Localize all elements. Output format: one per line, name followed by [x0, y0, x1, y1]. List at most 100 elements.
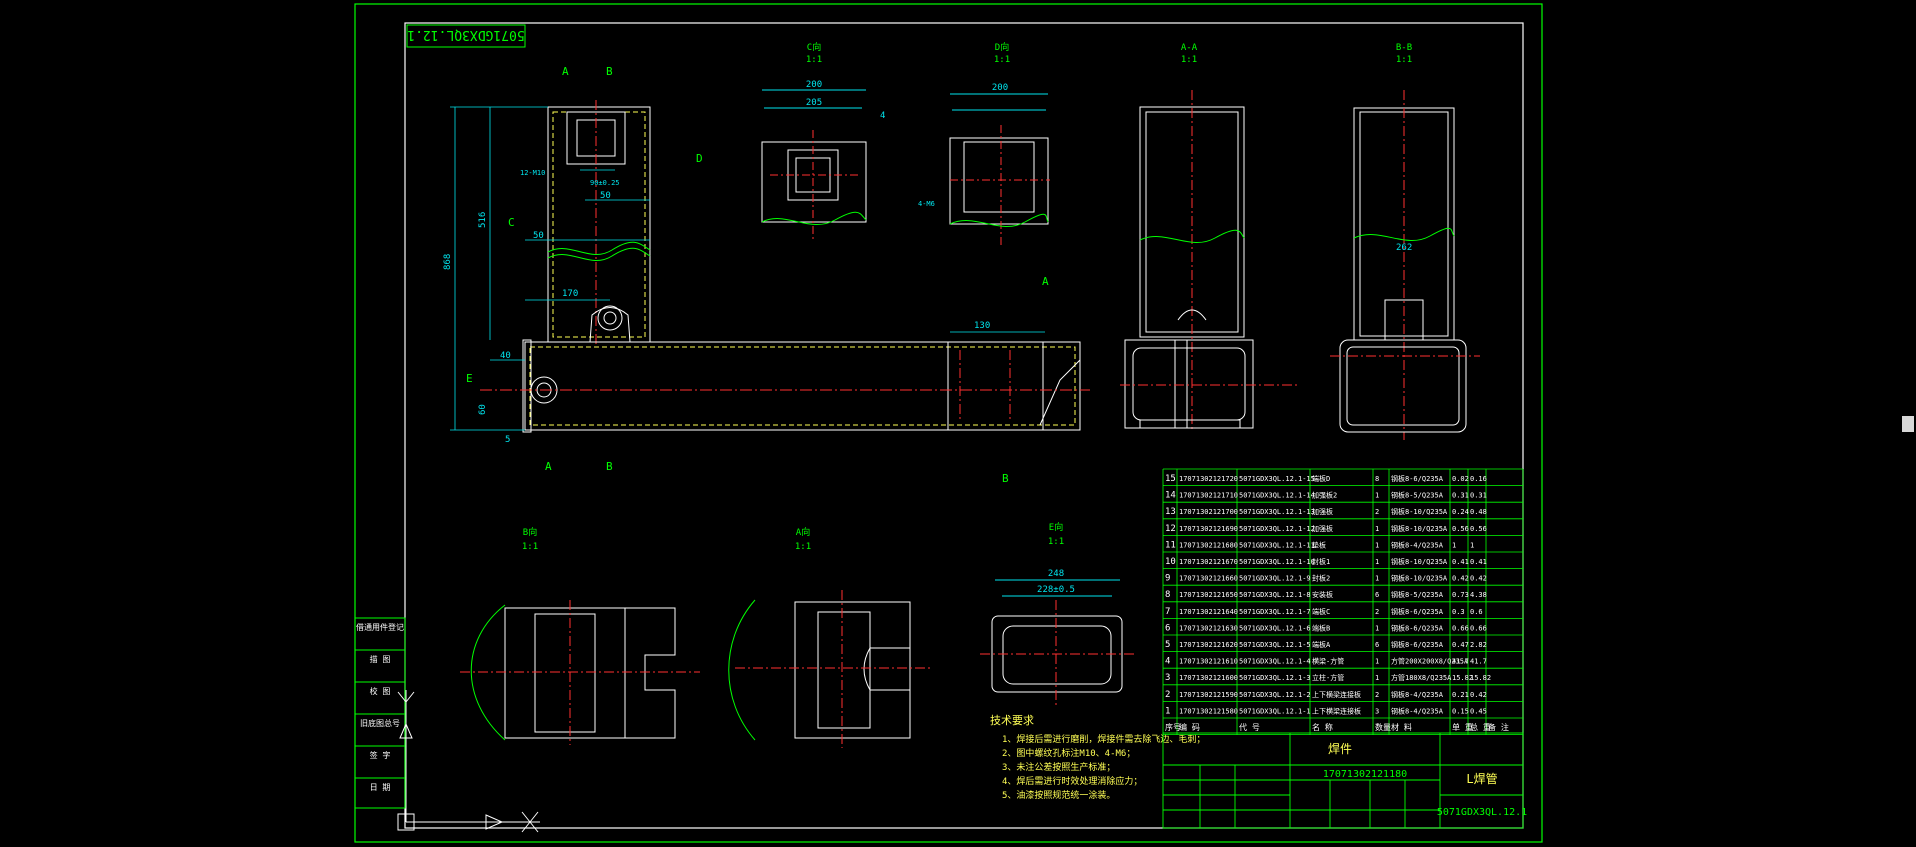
title-block: [1162, 732, 1524, 829]
bom-cell: 4.38: [1470, 591, 1487, 599]
bom-cell: 5071GDX3QL.12.1-7: [1239, 608, 1311, 616]
vertical-scrollbar[interactable]: [1902, 0, 1916, 847]
bom-header-cell: 序号: [1165, 722, 1181, 732]
view-d[interactable]: [949, 93, 1050, 245]
bom-cell: 钢板8-6/Q235A: [1391, 607, 1444, 616]
bom-cell: 0.15: [1452, 707, 1469, 715]
bom-cell: 2: [1375, 508, 1379, 516]
bom-cell: 0.31: [1452, 492, 1469, 500]
svg-text:50: 50: [533, 231, 544, 241]
bom-cell: 横梁-方管: [1312, 657, 1344, 666]
bom-cell: 立柱-方管: [1312, 673, 1344, 682]
left-strip: 借通用件登记 描 图 校 图 旧底图总号 签 字 日 期: [354, 617, 406, 809]
bom-cell: 0.66: [1452, 624, 1469, 632]
svg-text:4: 4: [880, 111, 885, 121]
bom-cell: 钢板8-10/Q235A: [1391, 557, 1448, 566]
bom-header-cell: 材 料: [1391, 722, 1412, 732]
bom-cell: 加强板2: [1312, 491, 1337, 500]
bom-cell: 17071302121630: [1179, 624, 1238, 632]
bom-cell: 17071302121650: [1179, 591, 1238, 599]
bom-cell: 6: [1165, 623, 1170, 633]
sheet-frame: 5071GDX3QL.12.1: [354, 3, 1543, 843]
svg-text:A: A: [562, 65, 569, 78]
bom-cell: 17071302121710: [1179, 492, 1238, 500]
bom-cell: 钢板8-6/Q235A: [1391, 474, 1444, 483]
bom-cell: 垫板: [1312, 540, 1326, 549]
svg-text:A向: A向: [796, 526, 810, 538]
bom-cell: 钢板8-4/Q235A: [1391, 690, 1444, 699]
bom-cell: 5071GDX3QL.12.1-14: [1239, 492, 1315, 500]
bom-cell: 5: [1165, 640, 1170, 650]
bom-cell: 17071302121690: [1179, 525, 1238, 533]
svg-text:5: 5: [505, 435, 510, 445]
bom-cell: 钢板8-6/Q235A: [1391, 623, 1444, 632]
bom-cell: 封板1: [1312, 557, 1330, 566]
bom-cell: 14: [1165, 491, 1176, 501]
mirrored-title: 5071GDX3QL.12.1: [407, 27, 524, 42]
view-c[interactable]: [761, 89, 867, 240]
title-block-text: 焊件 17071302121180 L焊管 5071GDX3QL.12.1: [1323, 741, 1527, 818]
ucs-icon[interactable]: [397, 690, 540, 833]
bom-cell: 41.7: [1470, 658, 1487, 666]
bom-cell: 1: [1375, 541, 1379, 549]
svg-text:4-M6: 4-M6: [918, 200, 935, 208]
bom-cell: 0.48: [1470, 508, 1487, 516]
bom-cell: 1: [1375, 658, 1379, 666]
svg-text:B: B: [1002, 472, 1009, 485]
main-dimensions: [450, 106, 1045, 431]
bom-cell: 0.66: [1470, 624, 1487, 632]
bom-cell: 17071302121670: [1179, 558, 1238, 566]
bom-cell: 5071GDX3QL.12.1-2: [1239, 691, 1311, 699]
bom-cell: 5071GDX3QL.12.1-9: [1239, 575, 1311, 583]
bom-cell: 13: [1165, 507, 1176, 517]
bom-cell: 17071302121700: [1179, 508, 1238, 516]
bom-cell: 0.24: [1452, 508, 1469, 516]
bom-cell: 17071302121600: [1179, 674, 1238, 682]
scroll-thumb[interactable]: [1902, 416, 1914, 432]
bom-cell: 3: [1165, 673, 1170, 683]
bom-cell: 2: [1375, 691, 1379, 699]
svg-text:B: B: [606, 65, 613, 78]
bom-cell: 5071GDX3QL.12.1-10: [1239, 558, 1315, 566]
bom-cell: 0.56: [1452, 525, 1469, 533]
bom-header-cell: 单 重: [1452, 722, 1473, 732]
bom-cell: 5071GDX3QL.12.1-11: [1239, 541, 1315, 549]
svg-text:D向: D向: [995, 41, 1009, 53]
view-b[interactable]: [460, 600, 700, 745]
bom-cell: 钢板8-5/Q235A: [1391, 590, 1444, 599]
bom-cell: 11: [1165, 540, 1176, 550]
svg-text:50: 50: [600, 191, 611, 201]
svg-text:E: E: [466, 372, 473, 385]
svg-text:1:1: 1:1: [1396, 55, 1412, 65]
bom-header-cell: 名 称: [1312, 722, 1333, 732]
bom-cell: 12: [1165, 524, 1176, 534]
svg-text:旧底图总号: 旧底图总号: [360, 718, 400, 728]
svg-text:3、未注公差按照生产标准；: 3、未注公差按照生产标准；: [1002, 761, 1115, 773]
main-front-view[interactable]: [480, 100, 1090, 433]
bom-cell: 17071302121720: [1179, 475, 1238, 483]
bom-cell: 2: [1165, 690, 1170, 700]
view-a[interactable]: [728, 590, 930, 748]
svg-text:1:1: 1:1: [795, 542, 811, 552]
bom-cell: 安装板: [1312, 590, 1333, 599]
bom-cell: 1: [1375, 575, 1379, 583]
svg-text:A: A: [1042, 275, 1049, 288]
bom-cell: 17071302121580: [1179, 707, 1238, 715]
bom-cell: 钢板8-4/Q235A: [1391, 706, 1444, 715]
bom-cell: 1: [1165, 706, 1170, 716]
bom-cell: 0.3: [1452, 608, 1465, 616]
bom-cell: 端板B: [1312, 623, 1330, 632]
bom-cell: 0.6: [1470, 608, 1483, 616]
svg-text:868: 868: [443, 254, 453, 270]
bom-cell: 17071302121590: [1179, 691, 1238, 699]
section-bb[interactable]: [1330, 90, 1480, 440]
section-aa[interactable]: [1120, 90, 1300, 430]
svg-text:200: 200: [992, 83, 1008, 93]
view-c-text: C向 1:1 200 205 4: [806, 41, 886, 121]
svg-text:A-A: A-A: [1181, 43, 1198, 53]
svg-text:焊件: 焊件: [1328, 741, 1352, 756]
bom-cell: 钢板8-6/Q235A: [1391, 640, 1444, 649]
bom-cell: 0.42: [1470, 575, 1487, 583]
view-e[interactable]: [980, 579, 1135, 705]
